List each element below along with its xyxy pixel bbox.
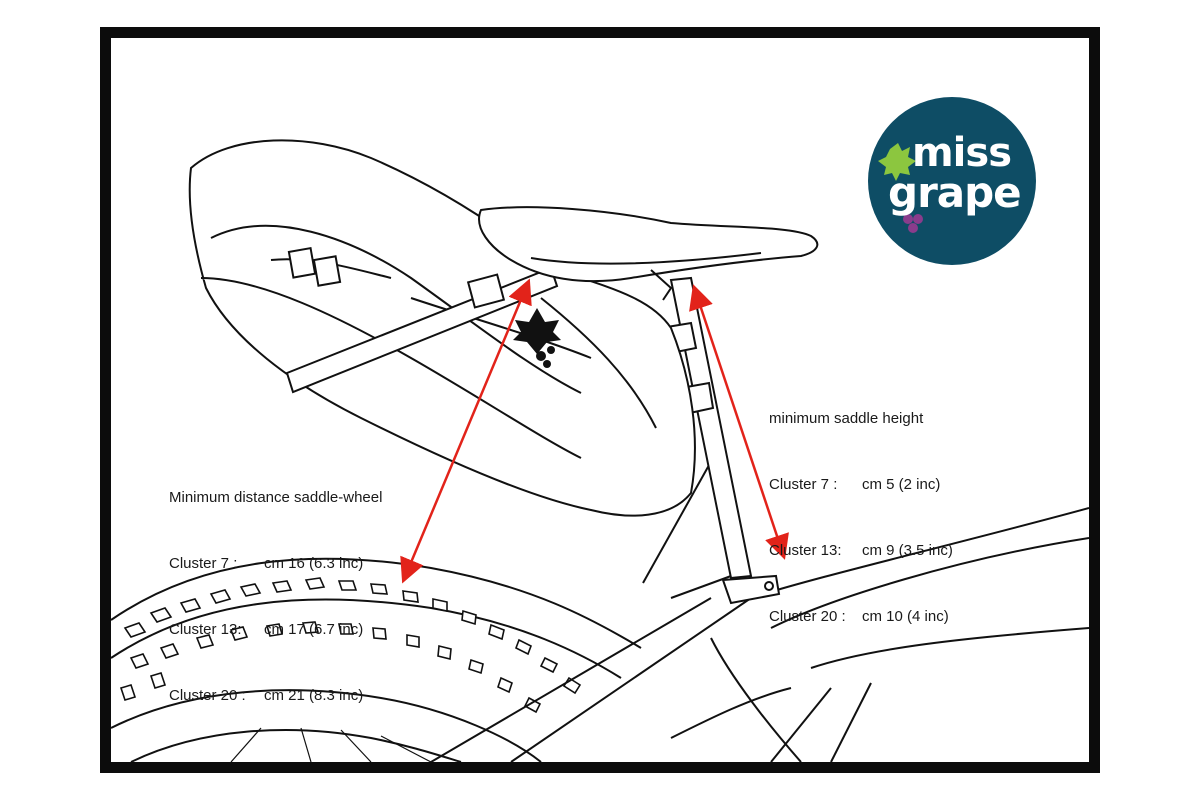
bike-frame bbox=[430, 457, 1089, 762]
distance-row: Cluster 13: cm 17 (6.7 inc) bbox=[169, 619, 382, 641]
tire-treads bbox=[119, 577, 582, 714]
cluster-label: Cluster 7 : bbox=[169, 555, 238, 572]
distance-row: Cluster 20 : cm 21 (8.3 inc) bbox=[169, 685, 382, 707]
height-row: Cluster 7 : cm 5 (2 inc) bbox=[769, 474, 953, 496]
bike-illustration bbox=[111, 139, 1089, 762]
height-spec-title: minimum saddle height bbox=[769, 410, 924, 427]
logo-leaf-icon bbox=[878, 143, 923, 233]
distance-spec: Minimum distance saddle-wheel Cluster 7 … bbox=[169, 443, 382, 751]
height-arrow bbox=[689, 284, 789, 560]
height-value: cm 9 (3.5 inc) bbox=[862, 542, 953, 559]
cluster-label: Cluster 20 : bbox=[769, 608, 846, 625]
rear-spokes bbox=[230, 727, 432, 762]
height-row: Cluster 13: cm 9 (3.5 inc) bbox=[769, 540, 953, 562]
height-spec: minimum saddle height Cluster 7 : cm 5 (… bbox=[769, 364, 953, 672]
logo-text-grape: grape bbox=[888, 168, 1022, 217]
logo-text-miss: miss bbox=[912, 130, 1012, 176]
distance-value: cm 21 (8.3 inc) bbox=[264, 687, 364, 704]
height-value: cm 10 (4 inc) bbox=[862, 608, 949, 625]
height-row: Cluster 20 : cm 10 (4 inc) bbox=[769, 606, 953, 628]
distance-value: cm 17 (6.7 inc) bbox=[264, 621, 364, 638]
grape-leaf-icon bbox=[513, 308, 561, 368]
cluster-label: Cluster 7 : bbox=[769, 476, 838, 493]
distance-row: Cluster 7 : cm 16 (6.3 inc) bbox=[169, 553, 382, 575]
height-value: cm 5 (2 inc) bbox=[862, 476, 941, 493]
distance-value: cm 16 (6.3 inc) bbox=[264, 555, 364, 572]
distance-arrow bbox=[400, 278, 532, 584]
cluster-label: Cluster 13: bbox=[769, 542, 842, 559]
diagram-frame: Minimum distance saddle-wheel Cluster 7 … bbox=[100, 27, 1100, 773]
cluster-label: Cluster 20 : bbox=[169, 687, 246, 704]
miss-grape-logo: miss grape bbox=[868, 97, 1036, 265]
distance-spec-title: Minimum distance saddle-wheel bbox=[169, 489, 383, 506]
cluster-label: Cluster 13: bbox=[169, 621, 242, 638]
saddle bbox=[478, 206, 819, 301]
